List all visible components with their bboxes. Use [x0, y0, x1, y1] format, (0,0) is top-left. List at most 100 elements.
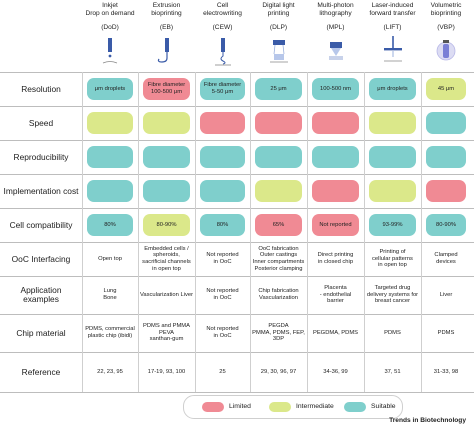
rating-pill: [87, 180, 133, 202]
column-abbreviation: (DLP): [269, 24, 288, 31]
text-line: sacrificial channels: [142, 259, 191, 265]
column-separator: [138, 72, 139, 392]
text-line: 29, 30, 96, 97: [260, 368, 297, 375]
text-line: Targeted drug: [374, 285, 411, 292]
text-line: 25: [219, 368, 226, 375]
row-label: Speed: [28, 117, 54, 128]
rating-pill: [200, 112, 245, 134]
text-line: 37, 51: [384, 368, 401, 375]
text-line: PDMS, commercial: [85, 326, 135, 333]
row-label: Implementation cost: [3, 185, 79, 196]
text-line: in closed chip: [317, 259, 354, 265]
row-label: Chip material: [16, 327, 66, 338]
row-label: Reference: [21, 366, 61, 377]
pill-text: 80%: [217, 222, 229, 229]
text-line: 100-500 nm: [320, 85, 351, 92]
rating-pill: [200, 180, 245, 202]
text-line: Fibre diameter: [203, 82, 242, 89]
row-separator: [0, 392, 474, 393]
rating-pill: [312, 112, 359, 134]
text-line: 25 μm: [270, 85, 287, 92]
column-icon: [433, 34, 459, 68]
column-icon: [266, 34, 292, 68]
text-line: Cell: [216, 2, 229, 9]
column-icon: [380, 34, 406, 68]
text-line: 31-33, 98: [433, 368, 459, 375]
row-separator: [0, 242, 474, 243]
legend-label: Intermediate: [296, 403, 334, 410]
table-cell: 17-19, 93, 100: [138, 352, 195, 392]
rating-pill: 93-99%: [369, 214, 416, 236]
rating-pill: μm droplets: [87, 78, 133, 100]
text-line: Printing of: [379, 249, 406, 256]
cell-text: Embedded cells /spheroids,sacrificial ch…: [142, 246, 191, 272]
legend-item: Suitable: [344, 401, 396, 412]
column-separator: [250, 72, 251, 392]
column-separator: [421, 72, 422, 392]
text-line: 100-500 μm: [150, 89, 183, 95]
rating-pill: 65%: [255, 214, 302, 236]
table-cell: Liver: [421, 276, 471, 314]
text-line: devices: [436, 259, 456, 265]
column-abbreviation: (VBP): [437, 24, 455, 31]
cell-text: Vascularization Liver: [140, 292, 193, 299]
text-line: Vascularization Liver: [139, 291, 194, 298]
text-line: Open top: [98, 255, 122, 262]
text-line: forward transfer: [369, 9, 416, 17]
extrusion-nozzle-icon: [157, 38, 169, 63]
rating-pill: [426, 146, 466, 168]
text-line: PEGDA: [268, 323, 289, 330]
row-separator: [0, 314, 474, 315]
text-line: bioprinting: [430, 9, 462, 17]
text-line: μm droplets: [377, 85, 408, 92]
pill-text: 93-99%: [383, 222, 403, 229]
text-line: OoC fabrication: [258, 245, 299, 252]
rating-pill: [255, 180, 302, 202]
table-cell: 31-33, 98: [421, 352, 471, 392]
legend-swatch: [344, 401, 366, 412]
cell-text: 17-19, 93, 100: [148, 369, 185, 376]
cell-text: 25: [219, 369, 225, 376]
legend-item: Limited: [202, 401, 251, 412]
cell-text: PDMS: [438, 330, 455, 337]
text-line: μm droplets: [94, 85, 126, 92]
pill-text: 65%: [273, 222, 285, 229]
rating-pill: 25 μm: [255, 78, 302, 100]
pill-text: 80-90%: [436, 222, 456, 229]
text-line: Application: [20, 285, 62, 295]
table-cell: 37, 51: [364, 352, 421, 392]
column-separator: [195, 72, 196, 392]
text-line: 34-36, 99: [323, 368, 348, 375]
text-line: Liver: [439, 291, 453, 298]
row-separator: [0, 208, 474, 209]
table-cell: 25: [195, 352, 250, 392]
text-line: 17-19, 93, 100: [147, 368, 186, 375]
row-separator: [0, 72, 474, 73]
text-line: in OoC: [213, 295, 232, 301]
text-line: bioprinting: [151, 9, 182, 17]
text-line: Volumetric: [430, 2, 462, 9]
text-line: in OoC: [213, 259, 232, 265]
legend-swatch: [269, 401, 291, 412]
text-line: 80-90%: [436, 221, 456, 228]
text-line: printing: [267, 9, 290, 17]
column-separator: [82, 72, 83, 392]
